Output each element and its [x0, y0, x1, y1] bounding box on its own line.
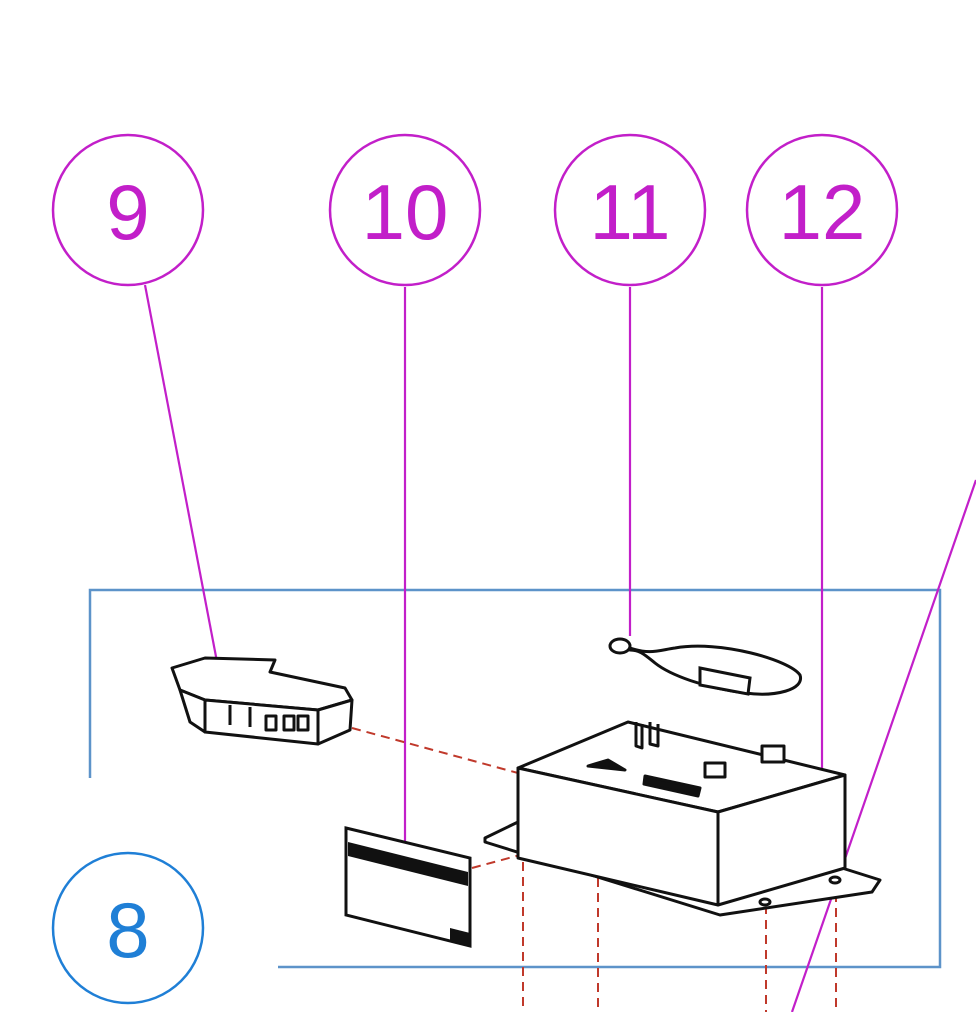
callout-10-label: 10: [362, 168, 449, 256]
assembly-frame: [88, 588, 942, 969]
leader-offpage: [790, 479, 976, 1012]
callout-leaders: [143, 284, 976, 1012]
group-callout-8-label: 8: [106, 886, 149, 974]
callout-9-label: 9: [106, 168, 149, 256]
callout-11: 11: [553, 133, 707, 287]
switch-connector-icon: [170, 656, 354, 746]
callout-12-label: 12: [779, 168, 866, 256]
leader-9: [143, 284, 224, 689]
wire-loop-icon: [608, 637, 802, 696]
group-callout-8: 8: [51, 851, 205, 1005]
callout-9: 9: [51, 133, 205, 287]
callout-11-label: 11: [590, 168, 671, 256]
label-plate-icon: [344, 826, 472, 948]
callout-12: 12: [745, 133, 899, 287]
control-box-icon: [483, 720, 882, 917]
callout-10: 10: [328, 133, 482, 287]
